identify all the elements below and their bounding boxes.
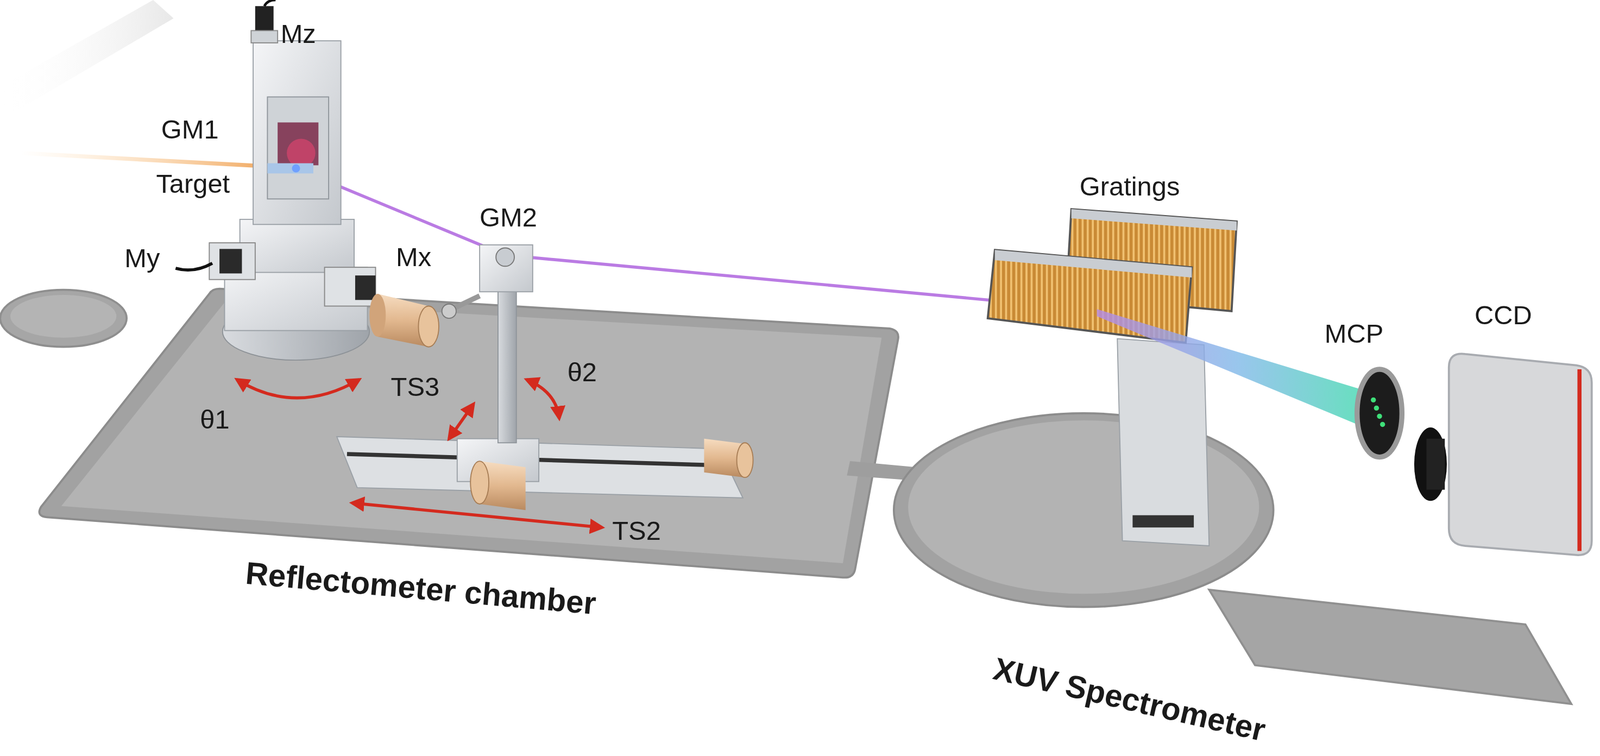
mirror-label: GM1 bbox=[161, 116, 219, 143]
section-title: XUV Spectrometer bbox=[990, 652, 1269, 747]
mcp-detector bbox=[1357, 369, 1403, 458]
part-label: Target bbox=[155, 170, 230, 198]
detector-label: MCP bbox=[1324, 320, 1384, 348]
motor-label: My bbox=[124, 244, 160, 272]
part-label: Gratings bbox=[1079, 173, 1181, 200]
gm2-stage bbox=[336, 244, 753, 510]
rotation-label: θ1 bbox=[199, 406, 230, 433]
detector-label: CCD bbox=[1474, 301, 1533, 329]
stage-label: TS2 bbox=[612, 517, 661, 545]
beam-tube bbox=[0, 0, 174, 121]
gratings bbox=[987, 209, 1237, 546]
mirror-label: GM2 bbox=[479, 204, 538, 231]
motor-label: Mx bbox=[395, 243, 432, 271]
section-title: Reflectometer chamber bbox=[244, 557, 598, 620]
stage-label: TS3 bbox=[391, 373, 440, 401]
beam-path bbox=[20, 153, 1087, 310]
motion-arrows bbox=[236, 379, 603, 528]
rotation-label: θ2 bbox=[567, 358, 597, 386]
motor-label: Mz bbox=[280, 20, 317, 48]
ccd-camera bbox=[1414, 353, 1592, 556]
reflectometer-tray bbox=[0, 288, 917, 578]
